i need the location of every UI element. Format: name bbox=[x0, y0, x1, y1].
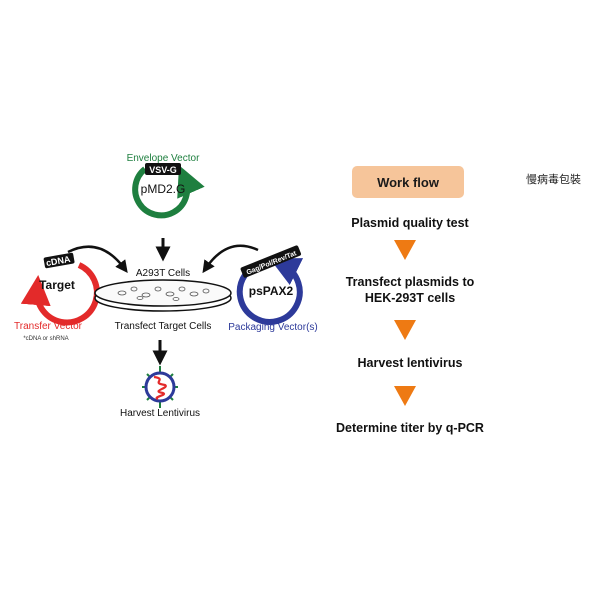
envelope-tag: VSV-G bbox=[149, 165, 177, 175]
packaging-diagram: Envelope Vector VSV-G pMD2.G cDNA Target… bbox=[14, 153, 318, 419]
cells-label: A293T Cells bbox=[136, 268, 190, 279]
packaging-plasmid-ring bbox=[236, 258, 304, 325]
transfect-label: Transfect Target Cells bbox=[115, 321, 212, 332]
packaging-vector-label: Packaging Vector(s) bbox=[228, 322, 318, 333]
workflow-arrow-3 bbox=[394, 386, 416, 406]
workflow-step-4: Determine titer by q-PCR bbox=[336, 421, 484, 435]
workflow-step-1: Plasmid quality test bbox=[351, 216, 469, 230]
dish-cells bbox=[117, 286, 210, 301]
workflow-arrow-1 bbox=[394, 240, 416, 260]
workflow-title-box: Work flow bbox=[352, 166, 464, 198]
transfer-to-cells-arrow bbox=[67, 245, 128, 273]
envelope-vector-label: Envelope Vector bbox=[127, 153, 200, 164]
workflow-arrow-2 bbox=[394, 320, 416, 340]
corner-label: 慢病毒包裝 bbox=[526, 173, 581, 186]
workflow-title: Work flow bbox=[377, 174, 439, 190]
transfer-vector-note: *cDNA or shRNA bbox=[23, 336, 68, 342]
envelope-plasmid-ring bbox=[132, 165, 205, 219]
workflow-step-2a: Transfect plasmids to bbox=[345, 275, 475, 289]
transfer-plasmid-name: Target bbox=[39, 278, 75, 292]
envelope-plasmid-name: pMD2.G bbox=[141, 182, 186, 196]
culture-dish-rim bbox=[94, 279, 232, 307]
envelope-tag-box bbox=[145, 163, 181, 175]
transfer-tag: cDNA bbox=[45, 254, 71, 268]
harvest-lentivirus-label: Harvest Lentivirus bbox=[120, 408, 200, 419]
workflow-step-2b: HEK-293T cells bbox=[364, 291, 456, 305]
workflow-step-3: Harvest lentivirus bbox=[357, 356, 463, 370]
packaging-to-cells-arrow bbox=[202, 244, 259, 274]
packaging-plasmid-name: psPAX2 bbox=[249, 284, 294, 298]
packaging-tag-box bbox=[240, 245, 302, 278]
transfer-plasmid-ring bbox=[20, 262, 100, 326]
transfer-tag-box bbox=[43, 252, 75, 269]
transfer-vector-label: Transfer Vector bbox=[14, 321, 83, 332]
lentivirus-icon bbox=[142, 366, 178, 408]
